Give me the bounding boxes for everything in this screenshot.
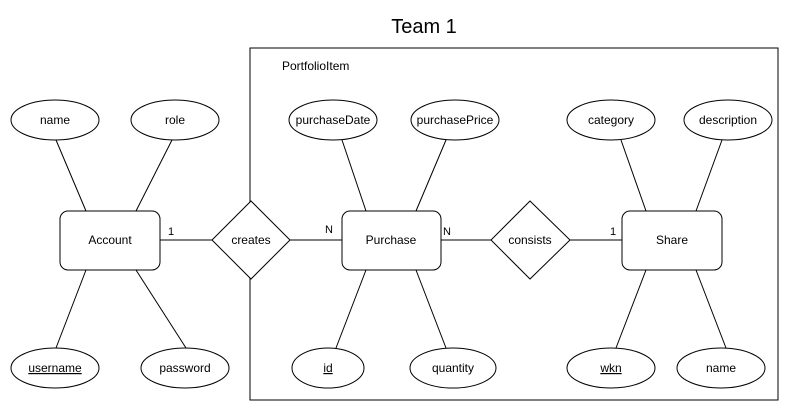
attribute-purchase-id[interactable]: id bbox=[291, 347, 365, 389]
attribute-purchase-date[interactable]: purchaseDate bbox=[288, 99, 378, 141]
edge-purchase-quantity bbox=[415, 269, 447, 349]
edge-account-password bbox=[135, 269, 187, 349]
portfolioitem-group-label: PortfolioItem bbox=[282, 59, 349, 73]
edge-purchase-id bbox=[335, 269, 367, 349]
attribute-account-role-label: role bbox=[165, 113, 185, 127]
attribute-purchase-date-label: purchaseDate bbox=[296, 113, 371, 127]
attribute-purchase-price[interactable]: purchasePrice bbox=[410, 99, 500, 141]
attribute-account-role-ellipse bbox=[130, 99, 220, 141]
edge-account-username bbox=[55, 269, 87, 349]
relationship-consists[interactable]: consists bbox=[490, 200, 571, 280]
cardinality-consists-share: 1 bbox=[610, 226, 616, 238]
entity-account-box bbox=[59, 210, 161, 271]
attribute-purchase-quantity-label: quantity bbox=[432, 361, 474, 375]
attribute-share-category-ellipse bbox=[566, 99, 656, 141]
attribute-share-category[interactable]: category bbox=[566, 99, 656, 141]
entity-account-label: Account bbox=[88, 233, 132, 247]
attribute-share-description-label: description bbox=[699, 113, 757, 127]
entity-purchase-box bbox=[341, 210, 442, 271]
edge-purchase-price bbox=[415, 139, 447, 212]
attribute-account-username-ellipse bbox=[10, 347, 100, 389]
attribute-account-name-label: name bbox=[40, 113, 70, 127]
relationship-consists-diamond bbox=[490, 200, 571, 280]
attribute-purchase-id-label: id bbox=[323, 361, 332, 375]
relationship-creates-diamond bbox=[211, 200, 291, 280]
entity-account[interactable]: Account bbox=[59, 210, 161, 271]
attribute-share-wkn[interactable]: wkn bbox=[566, 347, 656, 389]
attribute-purchase-price-ellipse bbox=[410, 99, 500, 141]
attribute-purchase-quantity-ellipse bbox=[409, 347, 497, 389]
attribute-share-wkn-label: wkn bbox=[599, 361, 621, 375]
attribute-account-role[interactable]: role bbox=[130, 99, 220, 141]
attribute-account-name[interactable]: name bbox=[10, 99, 100, 141]
entity-share-box bbox=[621, 210, 723, 271]
edge-account-role bbox=[135, 139, 173, 212]
attribute-account-password-ellipse bbox=[140, 347, 230, 389]
relationship-creates[interactable]: creates bbox=[211, 200, 291, 280]
attribute-share-wkn-ellipse bbox=[566, 347, 656, 389]
entity-share-label: Share bbox=[656, 233, 688, 247]
diagram-title: Team 1 bbox=[391, 16, 457, 38]
relationship-creates-label: creates bbox=[231, 233, 270, 247]
attribute-account-password-label: password bbox=[159, 361, 210, 375]
attribute-share-description-ellipse bbox=[683, 99, 773, 141]
attribute-account-username[interactable]: username bbox=[10, 347, 100, 389]
attribute-purchase-date-ellipse bbox=[288, 99, 378, 141]
edge-purchase-date bbox=[341, 139, 367, 212]
entity-purchase-label: Purchase bbox=[366, 233, 417, 247]
edge-share-wkn bbox=[615, 269, 647, 349]
edge-share-name bbox=[695, 269, 727, 349]
cardinality-account-creates: 1 bbox=[168, 226, 174, 238]
entity-share[interactable]: Share bbox=[621, 210, 723, 271]
edge-share-description bbox=[695, 139, 723, 212]
attribute-purchase-price-label: purchasePrice bbox=[417, 113, 494, 127]
attribute-account-name-ellipse bbox=[10, 99, 100, 141]
attribute-purchase-id-ellipse bbox=[291, 347, 365, 389]
attribute-purchase-quantity[interactable]: quantity bbox=[409, 347, 497, 389]
attribute-share-description[interactable]: description bbox=[683, 99, 773, 141]
attribute-share-name[interactable]: name bbox=[676, 347, 766, 389]
attribute-share-name-label: name bbox=[706, 361, 736, 375]
attribute-account-password[interactable]: password bbox=[140, 347, 230, 389]
edge-share-category bbox=[620, 139, 647, 212]
attribute-account-username-label: username bbox=[28, 361, 82, 375]
attribute-share-category-label: category bbox=[588, 113, 634, 127]
relationship-consists-label: consists bbox=[508, 233, 551, 247]
cardinality-creates-purchase: N bbox=[325, 224, 333, 236]
edge-account-name bbox=[55, 139, 87, 212]
attribute-share-name-ellipse bbox=[676, 347, 766, 389]
entity-purchase[interactable]: Purchase bbox=[341, 210, 442, 271]
cardinality-purchase-consists: N bbox=[443, 226, 451, 238]
